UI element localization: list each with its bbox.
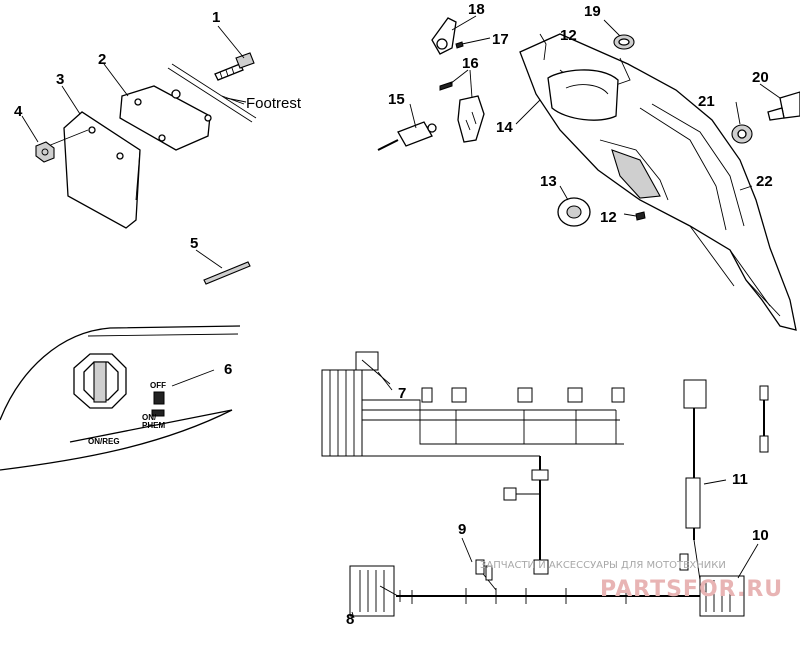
connector-part-8 bbox=[349, 565, 399, 617]
ignition-panel: OFF ON/ PHEM ON/REG bbox=[0, 325, 241, 471]
strip-part-5 bbox=[195, 249, 251, 285]
callout-4: 4 bbox=[14, 103, 23, 120]
watermark-text: ЗАПЧАСТИ И АКСЕССУАРЫ ДЛЯ МОТОТЕХНИКИ bbox=[480, 560, 726, 571]
sensor-part-15 bbox=[377, 121, 437, 151]
callout-9: 9 bbox=[458, 521, 466, 538]
callout-numbers: 1 2 3 4 5 6 7 8 9 10 11 12 12 13 14 15 1… bbox=[14, 1, 773, 628]
grommet-part-19 bbox=[613, 34, 635, 50]
callout-12-lower: 12 bbox=[600, 209, 617, 226]
on-phem-label: ON/ bbox=[142, 413, 157, 422]
bracket-part-2 bbox=[119, 85, 211, 151]
phem-label: PHEM bbox=[142, 421, 165, 430]
watermark: ЗАПЧАСТИ И АКСЕССУАРЫ ДЛЯ МОТОТЕХНИКИ PA… bbox=[480, 560, 783, 602]
wiring-harness bbox=[321, 351, 769, 619]
callout-10: 10 bbox=[752, 527, 769, 544]
console-assembly bbox=[377, 15, 800, 331]
callout-1: 1 bbox=[212, 9, 220, 26]
callout-8: 8 bbox=[346, 611, 354, 628]
callout-6: 6 bbox=[224, 361, 232, 378]
callout-17: 17 bbox=[492, 31, 509, 48]
key-part-20 bbox=[767, 91, 800, 121]
harness-connectors-top bbox=[421, 387, 625, 403]
footrest-label: Footrest bbox=[246, 95, 302, 112]
footrest-bracket-assembly bbox=[21, 25, 257, 229]
callout-7: 7 bbox=[398, 385, 406, 402]
bolt-part-1 bbox=[214, 52, 255, 81]
callout-2: 2 bbox=[98, 51, 106, 68]
callout-15: 15 bbox=[388, 91, 405, 108]
callout-21: 21 bbox=[698, 93, 715, 110]
callout-3: 3 bbox=[56, 71, 64, 88]
callout-20: 20 bbox=[752, 69, 769, 86]
nut-part-4 bbox=[35, 141, 55, 163]
cable-right bbox=[759, 385, 769, 453]
bezel-part-21 bbox=[731, 124, 753, 144]
on-reg-label: ON/REG bbox=[88, 437, 120, 446]
mud-flap-part-3 bbox=[63, 111, 141, 229]
bracket-part-18 bbox=[431, 17, 457, 55]
callout-13: 13 bbox=[540, 173, 557, 190]
callout-18: 18 bbox=[468, 1, 485, 18]
callout-12-upper: 12 bbox=[560, 27, 577, 44]
off-label: OFF bbox=[150, 381, 166, 390]
relay-part-10 bbox=[699, 575, 745, 617]
callout-16: 16 bbox=[462, 55, 479, 72]
callout-22: 22 bbox=[756, 173, 773, 190]
callout-19: 19 bbox=[584, 3, 601, 20]
knob-part-13 bbox=[557, 197, 591, 227]
callout-5: 5 bbox=[190, 235, 198, 252]
harness-part-11 bbox=[679, 379, 721, 597]
callout-14: 14 bbox=[496, 119, 513, 136]
watermark-logo: PARTSFOR.RU bbox=[600, 577, 783, 602]
switch-part-16 bbox=[439, 81, 485, 143]
callout-11: 11 bbox=[732, 471, 748, 488]
